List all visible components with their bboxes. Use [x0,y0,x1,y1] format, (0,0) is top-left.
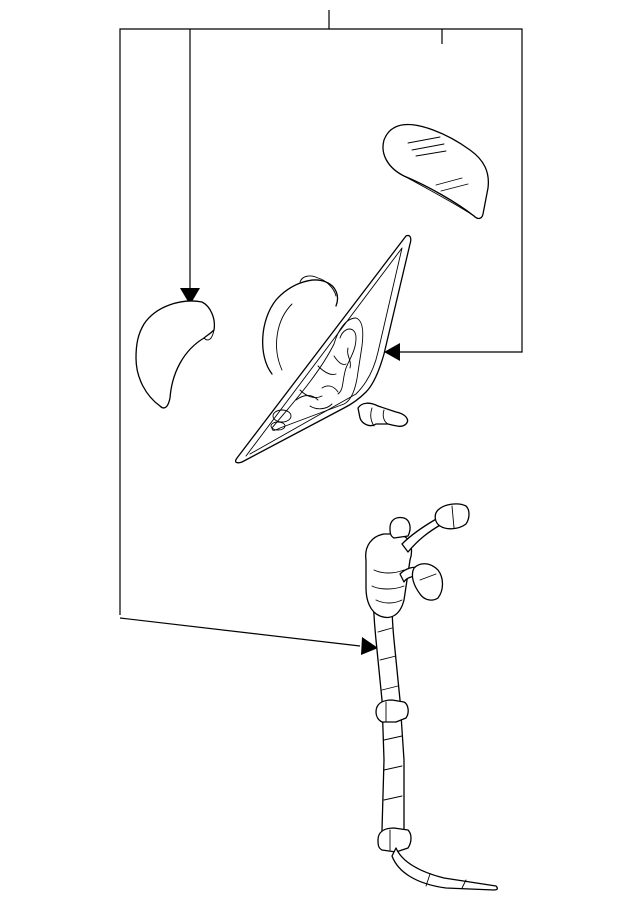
harness-leader-line [119,617,361,647]
assembly-arrowhead [384,343,400,361]
callout-frame [119,28,523,615]
harness-arrowhead [361,637,378,655]
mirror-cover-cap [135,300,216,409]
cover-arrowhead [180,288,200,305]
outside-mirror-assembly [235,234,412,464]
mirror-wiring-harness [365,503,498,891]
callout-leaders [119,10,523,655]
mirror-glass [382,124,490,220]
